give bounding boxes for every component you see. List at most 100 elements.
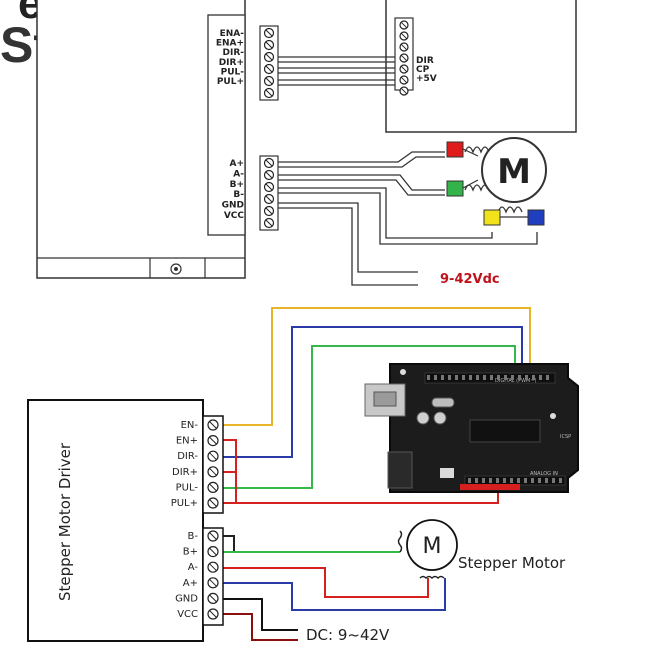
header-pin [518, 375, 521, 380]
top-power-pin-label: B+ [230, 180, 244, 190]
top-control-pin-label: ENA+ [216, 39, 244, 49]
terminal-screw-icon [399, 42, 409, 52]
wire-green [222, 345, 516, 489]
bottom-signal-wires [222, 307, 531, 504]
top-control-wires [278, 56, 395, 86]
terminal-screw-icon [263, 63, 275, 75]
header-pin [511, 375, 514, 380]
control-pin-label: PUL- [176, 482, 199, 493]
terminal-screw-icon [263, 217, 275, 229]
top-control-pin-label: ENA- [220, 29, 245, 39]
header-pin [448, 375, 451, 380]
top-motor-wires [278, 151, 538, 286]
header-pin [475, 478, 478, 483]
header-pin [483, 375, 486, 380]
arduino-board: DIGITAL (PWM~) ANALOG IN ICSP [364, 363, 579, 493]
controller-pin-label: DIR [416, 56, 434, 66]
header-pin [441, 375, 444, 380]
terminal-screw-icon [263, 169, 275, 181]
wire-red-motor [222, 567, 429, 598]
terminal-screw-icon [207, 450, 219, 462]
top-controller-box [385, 0, 577, 133]
terminal-screw-icon [263, 157, 275, 169]
terminal-screw-icon [207, 561, 219, 573]
header-pin [517, 478, 520, 483]
top-power-pin-label: GND [222, 201, 244, 211]
top-control-pin-label: DIR- [223, 48, 245, 58]
header-pin [462, 375, 465, 380]
terminal-screw-icon [207, 577, 219, 589]
bottom-motor-wires [222, 535, 446, 641]
terminal-screw-icon [263, 181, 275, 193]
wire-blue-motor [222, 578, 446, 611]
header-pin [546, 375, 549, 380]
terminal-screw-icon [399, 53, 409, 63]
power-pin-label: A+ [183, 578, 198, 589]
terminal-screw-icon [207, 530, 219, 542]
power-pin-label: B- [188, 531, 199, 542]
power-pin-label: VCC [177, 609, 198, 620]
header-pin [427, 375, 430, 380]
terminal-screw-icon [263, 39, 275, 51]
terminal-screw-icon [399, 20, 409, 30]
power-pin-label: A- [188, 562, 199, 573]
header-pin [489, 478, 492, 483]
power-jack-icon [387, 451, 413, 489]
terminal-screw-icon [207, 435, 219, 447]
bottom-motor-icon: M [406, 519, 458, 571]
header-pin [504, 375, 507, 380]
digital-header-label: DIGITAL (PWM~) [495, 378, 537, 384]
power-pin-label: GND [175, 593, 198, 604]
dc-supply-label: DC: 9~42V [306, 626, 390, 644]
header-pin [482, 478, 485, 483]
analog-header [464, 475, 566, 486]
motor-label: Stepper Motor [458, 554, 566, 572]
terminal-screw-icon [399, 75, 409, 85]
terminal-screw-icon [399, 31, 409, 41]
header-pin [552, 478, 555, 483]
header-pin [532, 375, 535, 380]
top-motor-icon: M [481, 137, 547, 203]
control-pin-label: DIR- [177, 451, 198, 462]
terminal-screw-icon [207, 466, 219, 478]
bottom-motor-symbol: M [423, 534, 442, 559]
top-power-pin-label: B- [233, 190, 244, 200]
analog-header-label: ANALOG IN [530, 471, 558, 477]
power-pin-label: B+ [183, 547, 198, 558]
control-pin-label: DIR+ [172, 467, 198, 478]
coil-terminal-green [446, 180, 464, 197]
controller-pin-label: +5V [416, 74, 437, 84]
header-pin [497, 375, 500, 380]
driver-title: Stepper Motor Driver [56, 442, 74, 601]
bottom-diagram: Stepper Motor Driver EN-EN+DIR-DIR+PUL-P… [27, 307, 579, 644]
top-control-pin-label: DIR+ [219, 58, 244, 68]
terminal-screw-icon [263, 27, 275, 39]
top-power-pin-label: A- [233, 169, 244, 179]
top-driver-terminal-panel [207, 14, 246, 236]
top-supply-label: 9-42Vdc [440, 272, 500, 287]
wire-blue [222, 326, 523, 458]
header-pin [531, 478, 534, 483]
control-pin-label: EN+ [176, 436, 198, 447]
mount-hole-icon [170, 263, 182, 275]
header-pin [503, 478, 506, 483]
terminal-screw-icon [207, 545, 219, 558]
header-pin [538, 478, 541, 483]
terminal-screw-icon [399, 86, 409, 96]
header-pin [490, 375, 493, 380]
terminal-screw-icon [263, 75, 275, 87]
wire-black-gnd [222, 598, 298, 631]
header-pin [469, 375, 472, 380]
coil-terminal-red [446, 141, 464, 158]
top-control-pin-label: PUL- [221, 67, 245, 77]
wire-yellow [222, 307, 531, 426]
icsp-label: ICSP [560, 434, 571, 440]
header-pin [496, 478, 499, 483]
header-pin [468, 478, 471, 483]
wire-darkred-vcc [222, 613, 298, 641]
terminal-screw-icon [263, 51, 275, 63]
header-pin [434, 375, 437, 380]
top-control-pin-label: PUL+ [217, 77, 244, 87]
coil-terminal-blue [527, 209, 545, 226]
